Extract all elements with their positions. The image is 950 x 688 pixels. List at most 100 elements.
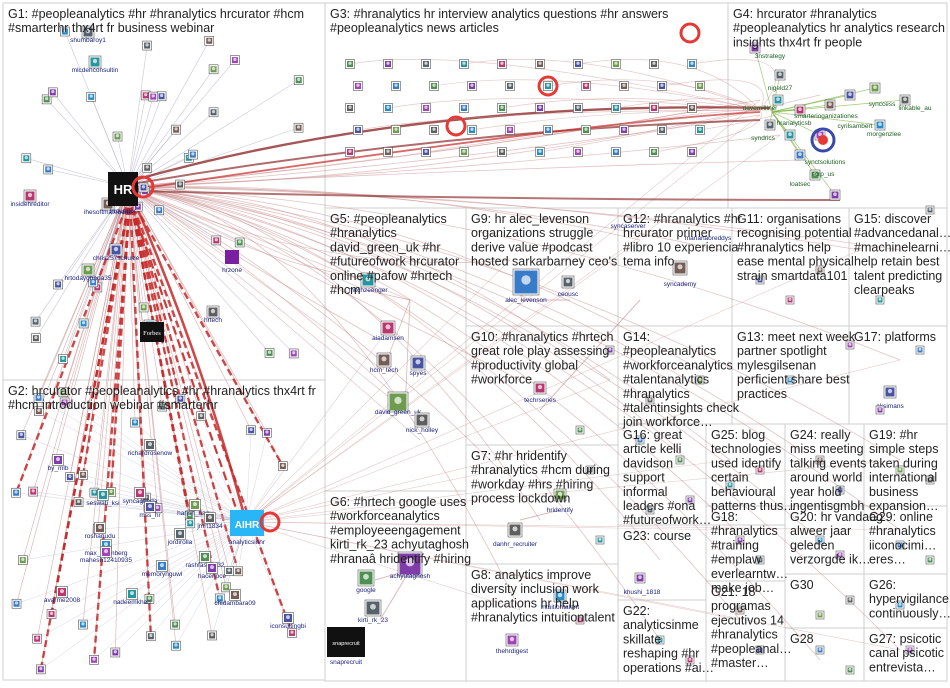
- g2-node[interactable]: [246, 425, 256, 436]
- small-node[interactable]: [725, 480, 735, 490]
- g2-labeled-node[interactable]: [144, 501, 156, 513]
- g6-labeled-node[interactable]: [357, 569, 375, 587]
- g2-labeled-node[interactable]: [206, 562, 218, 574]
- g3-node[interactable]: [497, 147, 507, 157]
- g1-node[interactable]: [264, 348, 275, 358]
- g4-node[interactable]: [784, 129, 796, 141]
- g2-node[interactable]: [146, 631, 156, 642]
- g4-node[interactable]: [869, 82, 881, 94]
- g8-node[interactable]: [553, 589, 567, 603]
- g2-node[interactable]: [32, 633, 42, 644]
- g7-node[interactable]: [553, 488, 567, 502]
- small-node[interactable]: [735, 535, 745, 545]
- hrcurator-logo-node[interactable]: HR: [108, 172, 155, 206]
- g2-node[interactable]: [73, 497, 84, 507]
- g2-node[interactable]: [214, 593, 225, 604]
- g2-node[interactable]: [78, 470, 88, 480]
- g2-labeled-node[interactable]: [229, 589, 241, 601]
- g2-node[interactable]: [144, 594, 155, 604]
- g1-node[interactable]: [171, 124, 181, 135]
- g1-labeled-node[interactable]: [206, 305, 220, 319]
- small-node[interactable]: [735, 605, 745, 615]
- alec-levenson-avatar[interactable]: [512, 268, 540, 296]
- g2-node[interactable]: [185, 518, 196, 529]
- g3-node[interactable]: [421, 103, 431, 113]
- small-node[interactable]: [845, 665, 855, 675]
- g5-labeled-node[interactable]: [376, 352, 392, 368]
- g2-labeled-node[interactable]: [56, 586, 68, 598]
- g2-labeled-node[interactable]: [199, 551, 211, 563]
- g3-node[interactable]: [345, 59, 355, 69]
- g3-node[interactable]: [421, 147, 431, 157]
- g1-node[interactable]: [21, 153, 32, 164]
- g1-node[interactable]: [293, 122, 304, 133]
- g1-node[interactable]: [154, 205, 164, 216]
- g2-node[interactable]: [28, 486, 39, 497]
- g1-node[interactable]: [230, 55, 240, 65]
- small-node[interactable]: [815, 455, 825, 465]
- g2-labeled-node[interactable]: [134, 487, 146, 499]
- small-node[interactable]: [895, 540, 905, 550]
- g1-node[interactable]: [41, 94, 52, 105]
- small-node[interactable]: [755, 645, 765, 655]
- g2-node[interactable]: [59, 397, 70, 408]
- g4-node[interactable]: [844, 89, 856, 101]
- small-node[interactable]: [785, 375, 795, 385]
- g12-node[interactable]: [672, 260, 688, 276]
- g1-node[interactable]: [78, 318, 89, 329]
- g4-node[interactable]: [829, 189, 841, 201]
- g1-node[interactable]: [208, 107, 219, 118]
- g4-node[interactable]: [809, 169, 821, 181]
- g1-node[interactable]: [138, 182, 149, 193]
- small-node[interactable]: [895, 465, 905, 475]
- g3-node[interactable]: [353, 125, 363, 135]
- g3-node[interactable]: [687, 147, 697, 157]
- g3-node[interactable]: [497, 59, 507, 69]
- hrzone-node[interactable]: [225, 250, 239, 264]
- g1-node[interactable]: [58, 354, 68, 364]
- g3-node[interactable]: [611, 147, 621, 157]
- g2-node[interactable]: [110, 647, 121, 658]
- g4-node[interactable]: [824, 99, 836, 111]
- g1-labeled-node[interactable]: [88, 55, 102, 69]
- small-node[interactable]: [815, 265, 825, 275]
- small-node[interactable]: [655, 635, 665, 645]
- g2-node[interactable]: [130, 417, 140, 428]
- small-node[interactable]: [695, 375, 705, 385]
- g2-node[interactable]: [196, 411, 207, 421]
- g4-node[interactable]: [774, 69, 786, 81]
- g3-node[interactable]: [459, 103, 469, 113]
- g3-node[interactable]: [383, 103, 393, 113]
- g3-node[interactable]: [543, 125, 553, 135]
- forbes-logo-node[interactable]: Forbes: [140, 322, 164, 342]
- g2-labeled-node[interactable]: [204, 512, 216, 524]
- g2-node[interactable]: [157, 401, 168, 412]
- g2-labeled-node[interactable]: [189, 499, 201, 511]
- small-node[interactable]: [835, 550, 845, 560]
- g3-node[interactable]: [383, 147, 393, 157]
- g1-node[interactable]: [53, 279, 63, 290]
- small-node[interactable]: [685, 495, 695, 505]
- g2-node[interactable]: [18, 555, 28, 565]
- g3-node[interactable]: [345, 103, 355, 113]
- small-node[interactable]: [905, 645, 915, 655]
- small-node[interactable]: [755, 465, 765, 475]
- small-node[interactable]: [815, 610, 825, 620]
- g2-node[interactable]: [233, 566, 244, 577]
- g2-labeled-node[interactable]: [156, 560, 168, 572]
- g2-node[interactable]: [221, 582, 231, 593]
- g3-node[interactable]: [581, 125, 591, 135]
- g1-node[interactable]: [142, 40, 152, 51]
- small-node[interactable]: [875, 405, 885, 415]
- g3-node[interactable]: [535, 59, 545, 69]
- g4-node[interactable]: [794, 104, 806, 116]
- g1-node[interactable]: [148, 91, 159, 102]
- g4-node[interactable]: [749, 42, 761, 54]
- g3-node[interactable]: [619, 125, 629, 135]
- g1-node[interactable]: [142, 162, 153, 173]
- g5-labeled-node[interactable]: [410, 355, 426, 371]
- g3-node[interactable]: [505, 81, 515, 91]
- g2-labeled-node[interactable]: [97, 489, 109, 501]
- small-node[interactable]: [875, 295, 885, 305]
- g2-labeled-node[interactable]: [174, 528, 186, 540]
